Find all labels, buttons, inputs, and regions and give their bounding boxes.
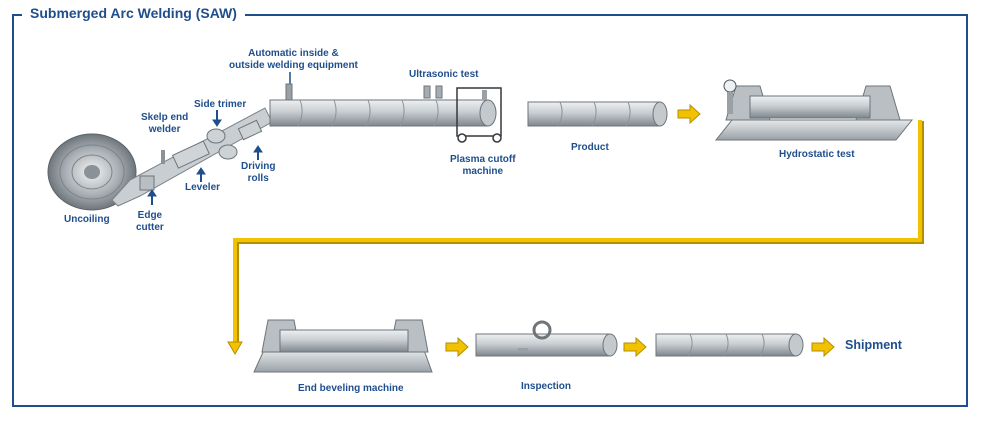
forming-pipe: [269, 83, 502, 143]
end-beveling-machine: [253, 319, 433, 373]
strip-illustration: [111, 107, 273, 207]
product-pipe: [527, 101, 668, 127]
diagram-frame: [12, 14, 968, 407]
label-ultrasonic-test: Ultrasonic test: [409, 69, 479, 80]
label-driving-rolls: Driving rolls: [241, 161, 276, 184]
label-shipment: Shipment: [845, 338, 902, 352]
label-skelp-end-welder: Skelp end welder: [141, 112, 189, 135]
label-product: Product: [571, 142, 609, 153]
hydrostatic-machine: [714, 79, 914, 141]
label-auto-welding: Automatic inside & outside welding equip…: [229, 48, 358, 71]
title-wrap: Submerged Arc Welding (SAW): [22, 5, 245, 21]
label-side-trimer: Side trimer: [194, 99, 247, 110]
label-hydrostatic-test: Hydrostatic test: [779, 149, 855, 160]
label-plasma-cutoff: Plasma cutoff machine: [450, 154, 516, 177]
title-rule: [12, 14, 26, 16]
coil-illustration: [47, 133, 137, 211]
yellow-step-arrows: [445, 103, 835, 358]
label-edge-cutter: Edge cutter: [136, 210, 164, 233]
label-end-beveling: End beveling machine: [298, 383, 404, 394]
label-leveler: Leveler: [185, 182, 221, 193]
flow-connector: [227, 120, 924, 355]
label-inspection: Inspection: [521, 381, 572, 392]
label-uncoiling: Uncoiling: [64, 214, 110, 225]
shipment-pipe: [655, 333, 804, 357]
diagram-title: Submerged Arc Welding (SAW): [30, 5, 237, 21]
inspection-pipe: [475, 320, 618, 357]
